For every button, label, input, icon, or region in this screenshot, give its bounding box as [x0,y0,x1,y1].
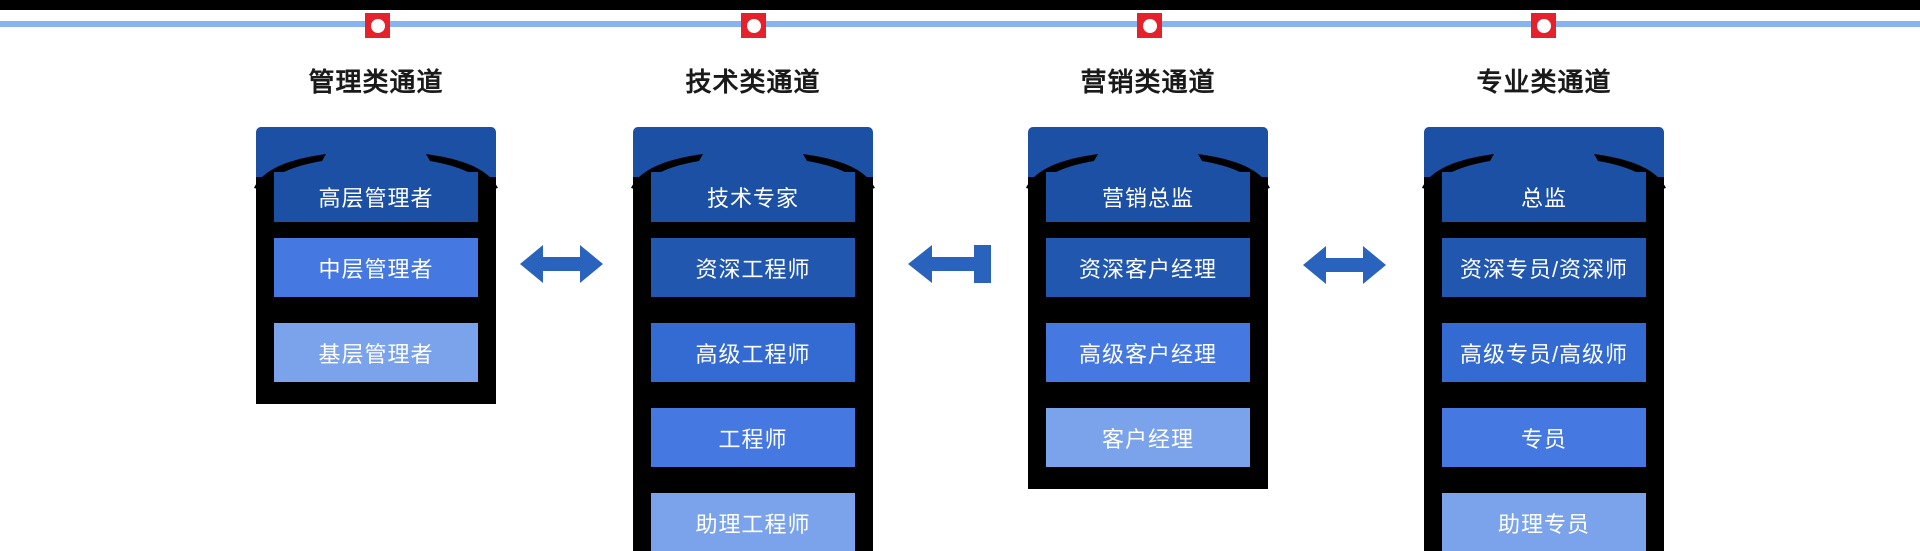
level-label: 营销总监 [1101,186,1194,211]
cap-swoosh-icon [248,148,504,190]
level-label: 高层管理者 [318,186,434,211]
channel-title: 营销类通道 [1080,67,1216,97]
level-row: 助理工程师 [651,493,855,551]
level-label: 高级客户经理 [1078,341,1217,367]
top-black-bar [0,0,1920,10]
timeline-marker [1531,13,1556,38]
level-row: 专员 [1442,408,1646,467]
marker-dot-icon [1536,18,1551,33]
channel-cap [633,127,873,177]
level-label: 基层管理者 [318,341,434,367]
channel-title: 技术类通道 [685,67,821,97]
level-row: 高级工程师 [651,323,855,382]
cap-swoosh-icon [1020,148,1276,190]
channel-title: 专业类通道 [1476,67,1612,97]
channel-cap [1028,127,1268,177]
level-label: 助理工程师 [695,511,811,537]
level-row: 客户经理 [1046,408,1250,467]
level-label: 客户经理 [1101,426,1194,452]
level-row: 高级专员/高级师 [1442,323,1646,382]
level-label: 高级专员/高级师 [1459,341,1629,367]
marker-dot-icon [370,18,385,33]
level-row: 工程师 [651,408,855,467]
level-label: 中层管理者 [318,256,434,282]
left-arrow-icon [908,245,991,288]
timeline-line [0,21,1920,27]
level-row: 中层管理者 [274,238,478,297]
level-row: 助理专员 [1442,493,1646,551]
double-arrow-icon [1303,246,1386,289]
double-arrow-icon [520,245,603,288]
level-label: 工程师 [718,426,788,452]
level-label: 资深客户经理 [1078,256,1217,282]
level-label: 技术专家 [706,186,799,211]
level-row: 总监 [1442,172,1646,222]
channel-title: 管理类通道 [308,67,444,97]
channel-cap [256,127,496,177]
level-row: 基层管理者 [274,323,478,382]
channel-cap [1424,127,1664,177]
level-row: 营销总监 [1046,172,1250,222]
level-label: 资深工程师 [695,256,811,282]
level-row: 资深客户经理 [1046,238,1250,297]
cap-swoosh-icon [625,148,881,190]
marker-dot-icon [746,18,761,33]
level-label: 资深专员/资深师 [1459,256,1629,282]
timeline-marker [365,13,390,38]
level-label: 专员 [1520,426,1567,452]
level-row: 资深专员/资深师 [1442,238,1646,297]
level-row: 高层管理者 [274,172,478,222]
level-label: 高级工程师 [695,341,811,367]
level-row: 资深工程师 [651,238,855,297]
level-row: 高级客户经理 [1046,323,1250,382]
level-row: 技术专家 [651,172,855,222]
timeline-marker [1137,13,1162,38]
cap-swoosh-icon [1416,148,1672,190]
level-label: 总监 [1520,186,1567,211]
timeline-marker [741,13,766,38]
level-label: 助理专员 [1497,511,1590,537]
marker-dot-icon [1142,18,1157,33]
